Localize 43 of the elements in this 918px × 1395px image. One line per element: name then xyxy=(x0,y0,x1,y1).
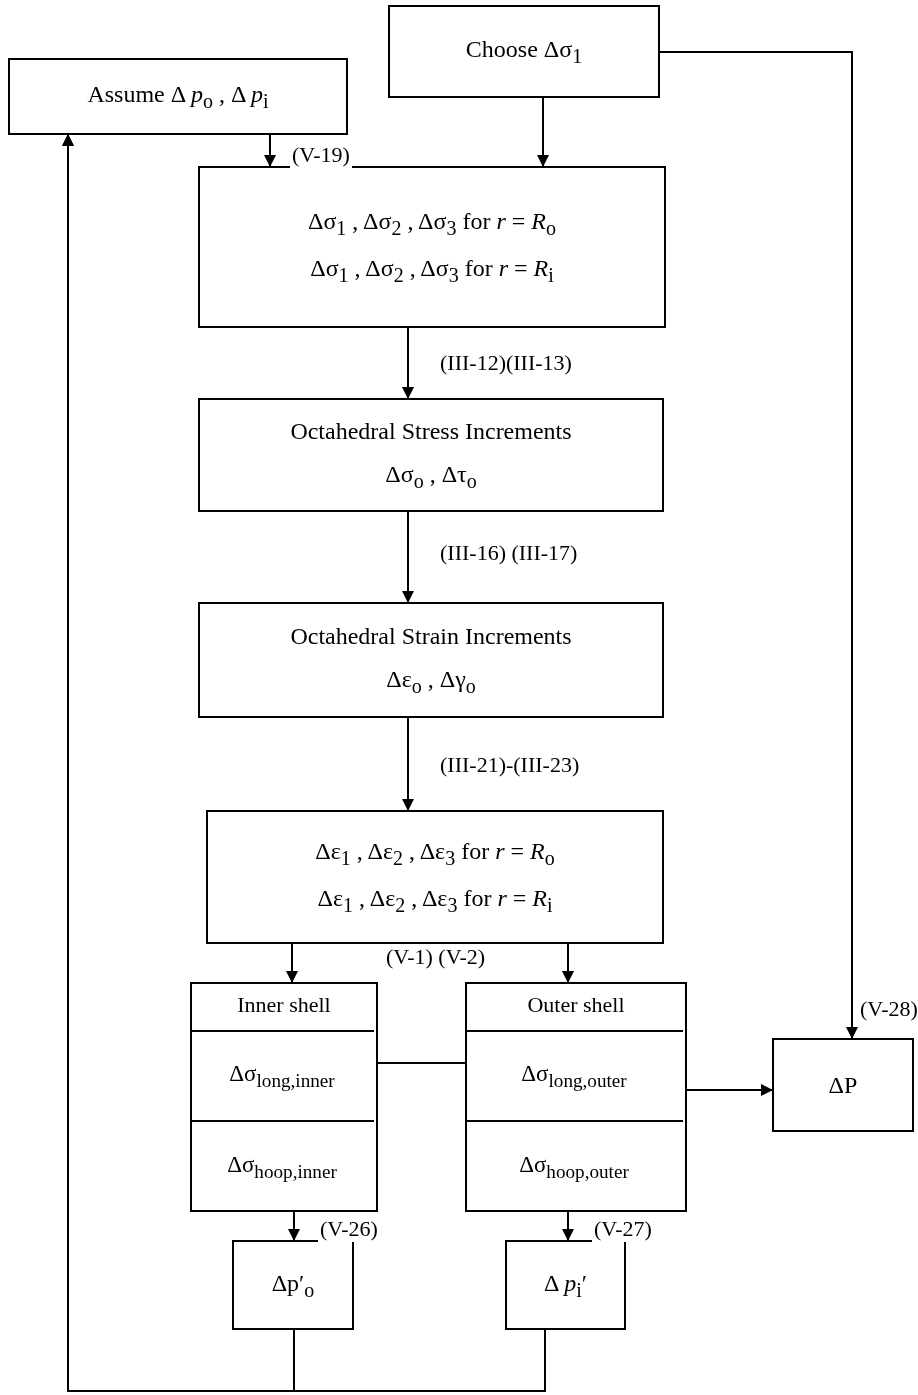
arrow xyxy=(288,1211,300,1241)
formula-text: Δp′$_{o}$ xyxy=(271,1268,315,1302)
formula-text: Δε$_{1}$ , Δε$_{2}$ , Δε$_{3}$ for r = R$_{i}$ xyxy=(317,884,553,917)
arrow xyxy=(402,327,414,399)
arrow xyxy=(562,943,574,983)
arrow xyxy=(62,134,546,1392)
formula-text: Δσ$_{o}$ , Δτ$_{o}$ xyxy=(385,460,477,493)
table-heading: Outer shell xyxy=(527,992,625,1019)
table-heading: Inner shell xyxy=(237,992,331,1019)
formula-text: Δσ$_{hoop,outer}$ xyxy=(519,1151,629,1183)
arrow xyxy=(537,97,549,167)
formula-text: Octahedral Strain Increments xyxy=(290,622,572,651)
arrow xyxy=(402,511,414,603)
formula-text: Δσ$_{long,inner}$ xyxy=(229,1060,335,1092)
formula-text: Choose Δσ$_{1}$ xyxy=(465,35,583,68)
process-box xyxy=(198,602,664,718)
formula-text: Assume Δ p$_{o}$ , Δ p$_{i}$ xyxy=(87,80,269,113)
shell-table xyxy=(465,982,687,1212)
process-box xyxy=(206,810,664,944)
arrow xyxy=(562,1211,574,1241)
shell-table xyxy=(190,982,378,1212)
formula-text: Δε$_{o}$ , Δγ$_{o}$ xyxy=(386,665,476,698)
process-box xyxy=(198,166,666,328)
result-box xyxy=(772,1038,914,1132)
formula-text: Δσ$_{hoop,inner}$ xyxy=(227,1151,337,1183)
process-box xyxy=(8,58,348,135)
formula-text: Δε$_{1}$ , Δε$_{2}$ , Δε$_{3}$ for r = R$_{o}$ xyxy=(315,837,555,870)
arrow xyxy=(686,1084,773,1096)
formula-text: Octahedral Stress Increments xyxy=(290,417,572,446)
arrow xyxy=(659,51,858,1039)
result-box xyxy=(232,1240,354,1330)
process-box xyxy=(388,5,660,98)
formula-text: ΔP xyxy=(828,1070,858,1100)
formula-text: Δσ$_{1}$ , Δσ$_{2}$ , Δσ$_{3}$ for r = R$_{i}$ xyxy=(310,254,554,287)
process-box xyxy=(198,398,664,512)
result-box xyxy=(505,1240,626,1330)
formula-text: Δσ$_{1}$ , Δσ$_{2}$ , Δσ$_{3}$ for r = R$_{o}$ xyxy=(308,207,556,240)
formula-text: Δ p$_{i}$′ xyxy=(544,1268,587,1302)
formula-text: Δσ$_{long,outer}$ xyxy=(521,1060,627,1092)
connector-line xyxy=(377,1062,466,1064)
arrow xyxy=(402,717,414,811)
arrow xyxy=(286,943,298,983)
arrow xyxy=(264,134,276,167)
